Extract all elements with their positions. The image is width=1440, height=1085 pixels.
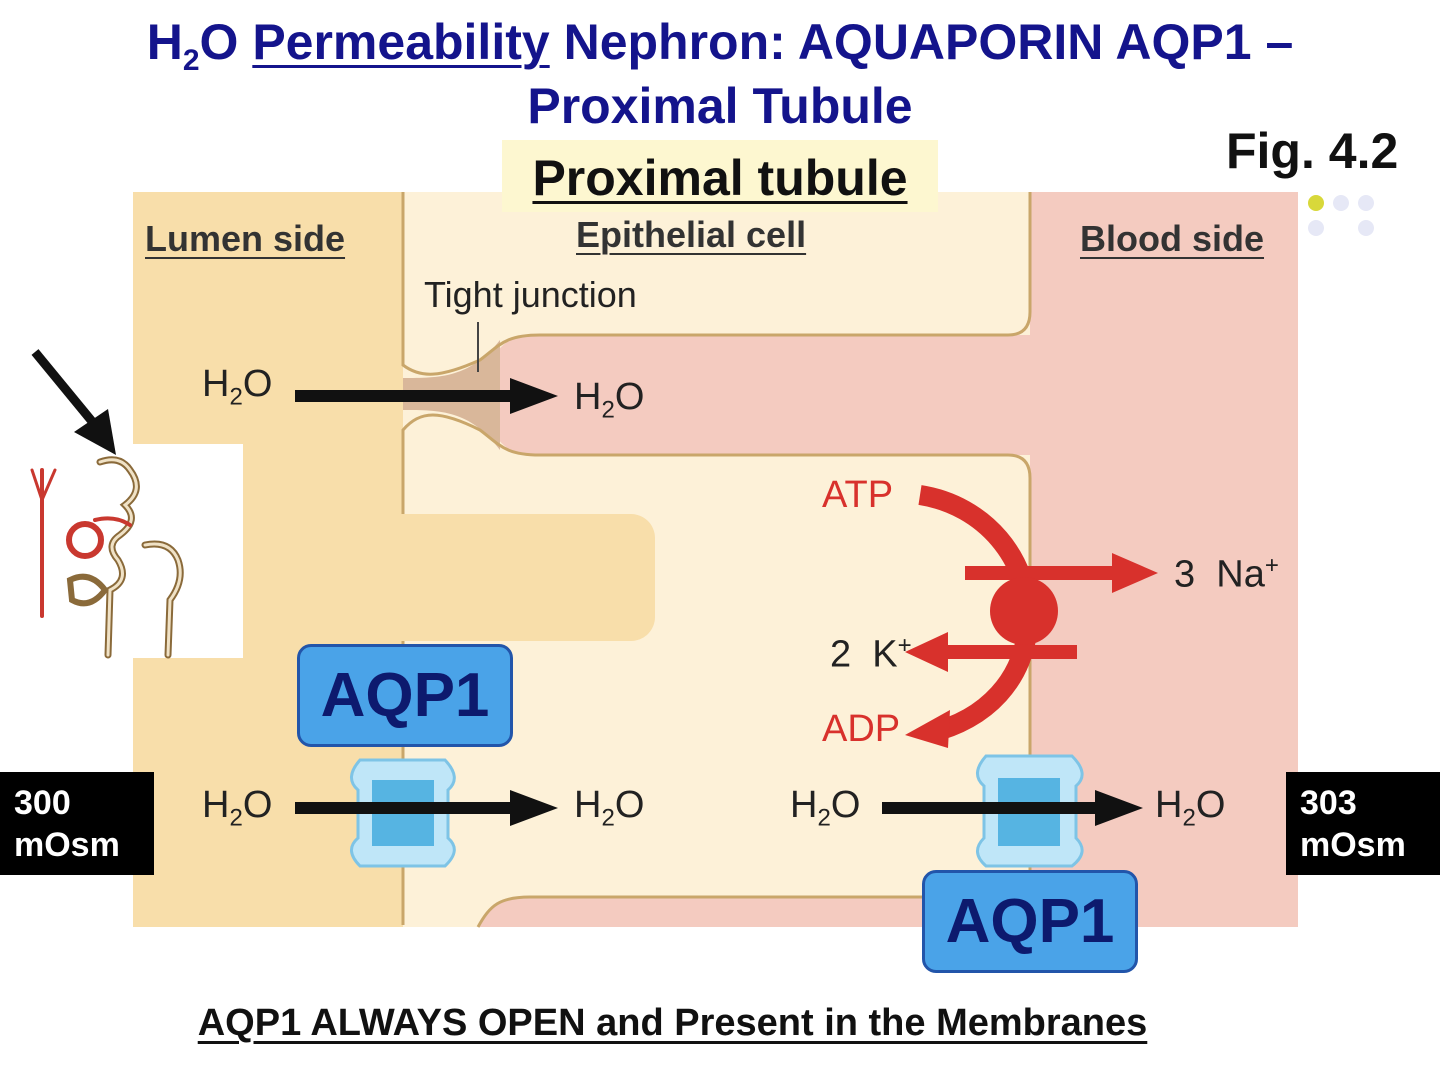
cell-mid-outline	[401, 413, 1032, 925]
nephron-illustration	[30, 456, 184, 659]
title-h: H	[146, 14, 183, 70]
bottom-outline	[476, 895, 1030, 928]
nucleus	[235, 514, 655, 641]
lumen-side-label: Lumen side	[145, 218, 346, 259]
decor-dot	[1358, 195, 1374, 211]
bottom-space	[478, 897, 1030, 927]
blood-side-label: Blood side	[1080, 218, 1265, 259]
osmolarity-right: 303 mOsm	[1286, 772, 1440, 875]
arrowhead	[510, 790, 558, 826]
osmolarity-left: 300 mOsm	[0, 772, 154, 875]
water-label: H2O	[1155, 784, 1226, 832]
decor-dot	[1333, 195, 1349, 211]
osmolarity-right-value: 303	[1300, 784, 1357, 822]
pointer-arrow-icon	[31, 349, 116, 455]
water-label: H2O	[202, 363, 273, 411]
osmolarity-right-unit: mOsm	[1300, 826, 1406, 864]
title-rest: Nephron: AQUAPORIN AQP1 –	[563, 14, 1294, 70]
diagram-heading: Proximal tubule	[502, 140, 938, 212]
osmolarity-left-value: 300	[14, 784, 71, 822]
footer-caption: AQP1 ALWAYS OPEN and Present in the Memb…	[197, 1002, 1148, 1044]
water-label: H2O	[574, 376, 645, 424]
decor-dot	[1308, 220, 1324, 236]
page-title-line2: Proximal Tubule	[527, 78, 913, 134]
potassium-label: 2 K+	[830, 632, 912, 676]
na-k-pump-icon	[905, 485, 1158, 748]
water-label: H2O	[574, 784, 645, 832]
title-sub: 2	[182, 44, 200, 77]
cell-top-outline	[401, 192, 1032, 376]
water-label: H2O	[202, 784, 273, 832]
epithelial-cell-label: Epithelial cell	[576, 214, 807, 255]
aqp1-apical-label: AQP1	[297, 644, 513, 747]
intercellular-space	[480, 335, 1030, 455]
title-permeability: Permeability	[252, 14, 550, 70]
arrowhead	[510, 378, 558, 414]
arrowhead	[1095, 790, 1143, 826]
sodium-label: 3 Na+	[1174, 552, 1279, 596]
page-title: H2O Permeability Nephron: AQUAPORIN AQP1…	[0, 12, 1440, 91]
figure-label: Fig. 4.2	[1226, 123, 1399, 179]
decor-dot	[1358, 220, 1374, 236]
aqp1-basolateral-label: AQP1	[922, 870, 1138, 973]
decor-dot	[1308, 195, 1324, 211]
title-o: O	[199, 14, 239, 70]
water-label: H2O	[790, 784, 861, 832]
adp-label: ADP	[822, 708, 901, 750]
diagram-heading-text: Proximal tubule	[532, 150, 908, 206]
atp-label: ATP	[822, 474, 894, 516]
tight-junction-label: Tight junction	[424, 274, 637, 315]
osmolarity-left-unit: mOsm	[14, 826, 120, 864]
